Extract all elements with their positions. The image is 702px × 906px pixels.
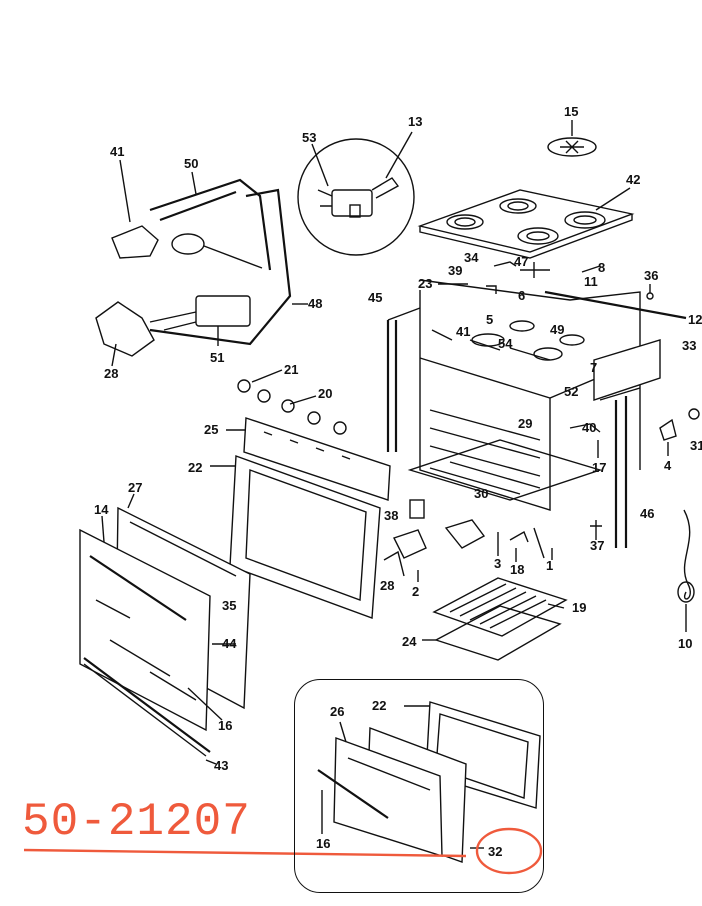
- callout-49: 49: [550, 322, 564, 337]
- callout-16-inset: 16: [316, 836, 330, 851]
- callout-37: 37: [590, 538, 604, 553]
- callout-42: 42: [626, 172, 640, 187]
- callout-46: 46: [640, 506, 654, 521]
- knobs-drawing: [237, 369, 347, 435]
- callout-40: 40: [582, 420, 596, 435]
- callout-14: 14: [94, 502, 109, 517]
- callout-47: 47: [514, 254, 528, 269]
- callout-35: 35: [222, 598, 236, 613]
- callout-21: 21: [284, 362, 298, 377]
- range-body-drawing: [386, 279, 661, 548]
- callout-31: 31: [690, 438, 702, 453]
- callout-15: 15: [564, 104, 578, 119]
- callout-17: 17: [592, 460, 606, 475]
- callout-10: 10: [678, 636, 692, 651]
- callout-16: 16: [218, 718, 232, 733]
- callout-28: 28: [380, 578, 394, 593]
- callout-53: 53: [302, 130, 316, 145]
- part-51-valve-drawing: [95, 295, 251, 367]
- callout-25: 25: [204, 422, 218, 437]
- part-41-igniter-drawing: [111, 159, 263, 269]
- callout-18: 18: [510, 562, 524, 577]
- callout-28: 28: [104, 366, 118, 381]
- callout-29: 29: [518, 416, 532, 431]
- callout-52: 52: [564, 384, 578, 399]
- callout-33: 33: [682, 338, 696, 353]
- callout-1: 1: [546, 558, 553, 573]
- callout-34: 34: [464, 250, 479, 265]
- callout-41: 41: [110, 144, 124, 159]
- part-number-highlight: [23, 827, 543, 875]
- part-19-broiler-pan-drawing: [422, 577, 568, 661]
- callout-50: 50: [184, 156, 198, 171]
- part-50-tube-drawing: [149, 171, 272, 271]
- callout-8: 8: [598, 260, 605, 275]
- callout-3: 3: [494, 556, 501, 571]
- callout-26: 26: [330, 704, 344, 719]
- inset-door-assembly-drawing: [317, 701, 541, 863]
- callout-54: 54: [498, 336, 513, 351]
- callout-32: 32: [488, 844, 502, 859]
- right-side-parts-drawing: [569, 408, 700, 632]
- callout-41: 41: [456, 324, 470, 339]
- callout-4: 4: [664, 458, 672, 473]
- callout-13: 13: [408, 114, 422, 129]
- part-48-tube-drawing: [149, 188, 308, 346]
- part-42-cooktop-drawing: [417, 187, 635, 259]
- callout-39: 39: [448, 263, 462, 278]
- callout-23: 23: [418, 276, 432, 291]
- callout-22: 22: [188, 460, 202, 475]
- leader-16a: [187, 687, 223, 721]
- callout-44: 44: [222, 636, 237, 651]
- callout-24: 24: [402, 634, 417, 649]
- callout-19: 19: [572, 600, 586, 615]
- callout-7: 7: [590, 360, 597, 375]
- part-25-control-panel-drawing: [226, 417, 391, 501]
- callout-11: 11: [584, 274, 598, 289]
- lower-hardware-drawing: [383, 499, 602, 582]
- callout-20: 20: [318, 386, 332, 401]
- inset-detail-box: [294, 679, 544, 893]
- part-15-drawing: [547, 120, 597, 157]
- callout-2: 2: [412, 584, 419, 599]
- part-53-valve-inset-drawing: [297, 131, 415, 256]
- callout-5: 5: [486, 312, 493, 327]
- callout-43: 43: [214, 758, 228, 773]
- callout-27: 27: [128, 480, 142, 495]
- callout-labels: 15 42 41 50 53 13 48 28 51 34 47 8 39 11…: [94, 104, 702, 859]
- callout-30: 30: [474, 486, 488, 501]
- callout-51: 51: [210, 350, 224, 365]
- callout-45: 45: [368, 290, 382, 305]
- callout-48: 48: [308, 296, 322, 311]
- part-22-door-frame-drawing: [210, 455, 381, 619]
- callout-12: 12: [688, 312, 702, 327]
- callout-36: 36: [644, 268, 658, 283]
- part-number-label: 50-21207: [22, 796, 251, 848]
- callout-6: 6: [518, 288, 525, 303]
- callout-38: 38: [384, 508, 398, 523]
- part-43-door-strip-drawing: [83, 657, 217, 765]
- callout-22-inset: 22: [372, 698, 386, 713]
